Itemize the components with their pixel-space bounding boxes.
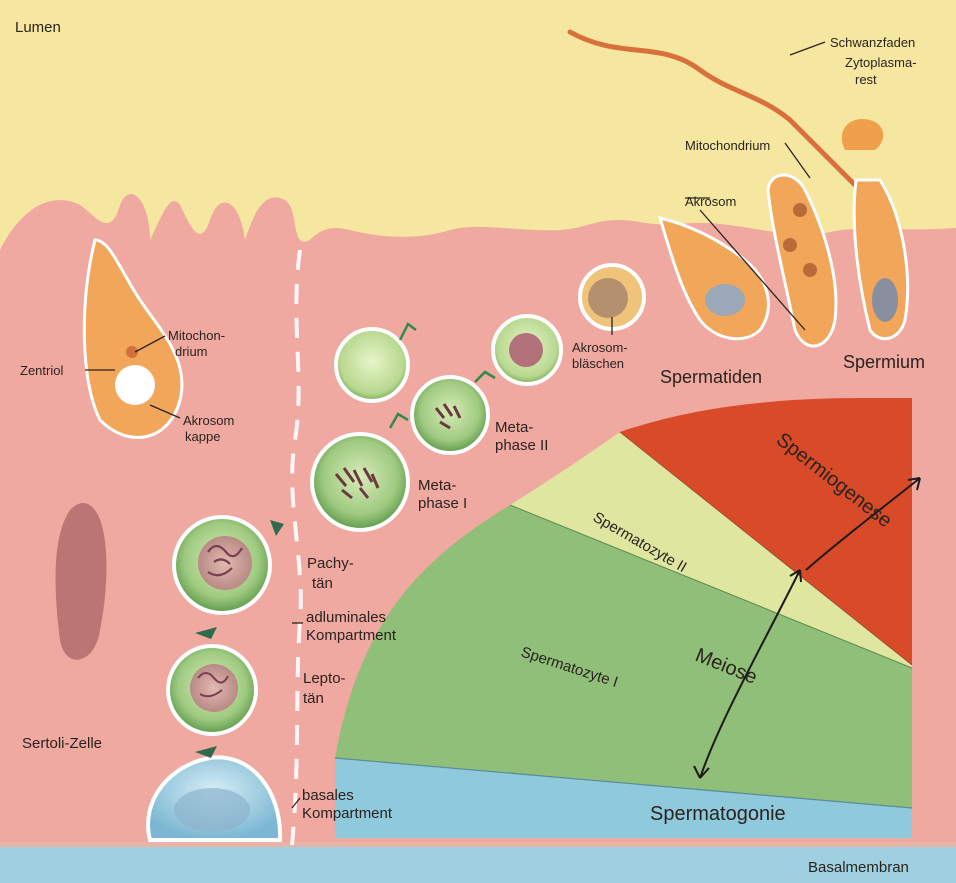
band-label-spermatogonie: Spermatogonie <box>650 803 786 825</box>
label-metaphase2-1: Meta- <box>495 419 533 436</box>
label-zytoplasmarest-2: rest <box>855 72 877 87</box>
label-basalmembran: Basalmembran <box>808 859 909 876</box>
label-mitochondrium-left-1: Mitochon- <box>168 328 225 343</box>
label-basal-1: basales <box>302 787 354 804</box>
label-spermium: Spermium <box>843 352 925 372</box>
label-leptotan-2: tän <box>303 690 324 707</box>
label-zentriol: Zentriol <box>20 363 63 378</box>
label-mitochondrium-left-2: drium <box>175 344 208 359</box>
label-leptotan-1: Lepto- <box>303 670 346 687</box>
label-akrosomkappe-1: Akrosom <box>183 413 234 428</box>
label-adluminal-2: Kompartment <box>306 627 397 644</box>
label-metaphase1-1: Meta- <box>418 477 456 494</box>
label-akrosomkappe-2: kappe <box>185 429 220 444</box>
label-metaphase1-2: phase I <box>418 495 467 512</box>
label-lumen: Lumen <box>15 19 61 36</box>
label-metaphase2-2: phase II <box>495 437 548 454</box>
label-adluminal-1: adluminales <box>306 609 386 626</box>
label-spermatiden: Spermatiden <box>660 367 762 387</box>
label-zytoplasmarest-1: Zytoplasma- <box>845 55 917 70</box>
secondary-spermatocyte-cell <box>336 329 408 401</box>
label-sertoli: Sertoli-Zelle <box>22 735 102 752</box>
label-akrosomblaeschen-2: bläschen <box>572 356 624 371</box>
label-pachytan-1: Pachy- <box>307 555 354 572</box>
label-pachytan-2: tän <box>312 575 333 592</box>
label-basal-2: Kompartment <box>302 805 393 822</box>
label-akrosomblaeschen-1: Akrosom- <box>572 340 628 355</box>
label-mitochondrium-right: Mitochondrium <box>685 138 770 153</box>
label-akrosom-right: Akrosom <box>685 194 736 209</box>
label-schwanzfaden: Schwanzfaden <box>830 35 915 50</box>
